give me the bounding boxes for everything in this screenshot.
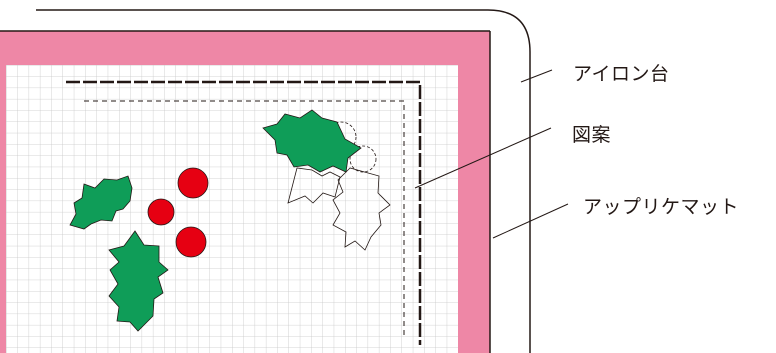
berry-red: [178, 168, 208, 198]
mat-grid: [6, 65, 458, 353]
label-design: 図案: [572, 120, 611, 147]
leader-line-ironing-board: [521, 70, 552, 82]
berry-red: [176, 227, 206, 257]
berry-red: [148, 199, 174, 225]
label-ironing-board: アイロン台: [573, 59, 670, 86]
label-applique-mat: アップリケマット: [583, 192, 739, 219]
